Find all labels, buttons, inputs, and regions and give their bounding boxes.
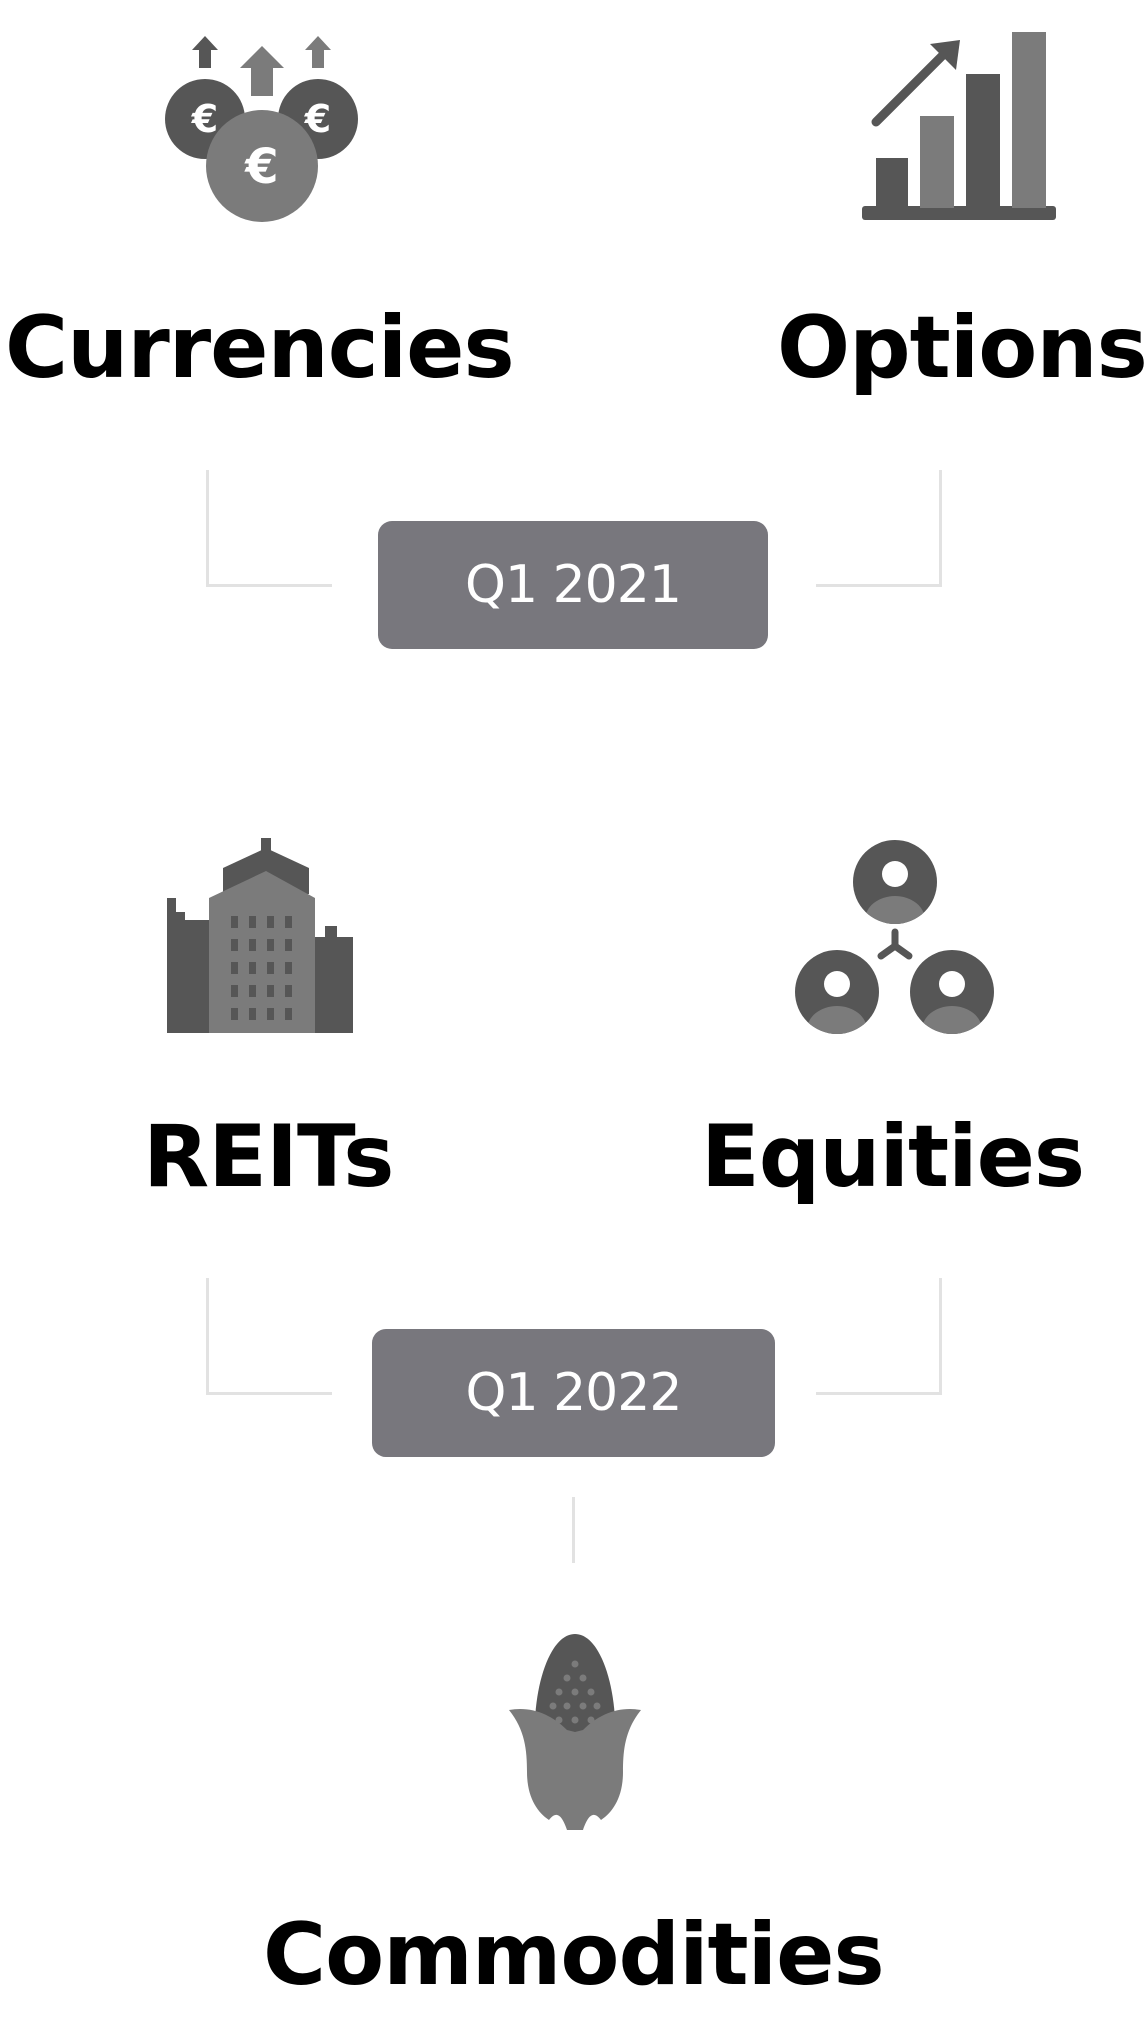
connector-left-vertical bbox=[206, 470, 209, 587]
people-network-icon bbox=[795, 840, 994, 1034]
item-label-reits: REITs bbox=[143, 1107, 394, 1207]
connector-left-horizontal bbox=[206, 1392, 332, 1395]
milestone-badge-q1-2022: Q1 2022 bbox=[372, 1329, 775, 1457]
corn-icon bbox=[509, 1634, 641, 1830]
item-label-equities: Equities bbox=[701, 1107, 1085, 1207]
milestone-badge-q1-2021: Q1 2021 bbox=[378, 521, 768, 649]
euro-coins-icon: € € € bbox=[165, 36, 358, 222]
bar-chart-growth-icon bbox=[862, 32, 1056, 220]
svg-text:€: € bbox=[244, 139, 278, 195]
item-label-currencies: Currencies bbox=[5, 298, 515, 398]
connector-left-vertical bbox=[206, 1278, 209, 1395]
connector-right-vertical bbox=[939, 470, 942, 587]
buildings-icon bbox=[167, 838, 353, 1033]
item-label-options: Options bbox=[777, 298, 1148, 398]
item-label-commodities: Commodities bbox=[263, 1905, 885, 2005]
svg-text:€: € bbox=[191, 97, 218, 141]
connector-center-vertical bbox=[572, 1497, 575, 1563]
connector-left-horizontal bbox=[206, 584, 332, 587]
connector-right-horizontal bbox=[816, 1392, 942, 1395]
connector-right-horizontal bbox=[816, 584, 942, 587]
svg-text:€: € bbox=[304, 97, 331, 141]
connector-right-vertical bbox=[939, 1278, 942, 1395]
